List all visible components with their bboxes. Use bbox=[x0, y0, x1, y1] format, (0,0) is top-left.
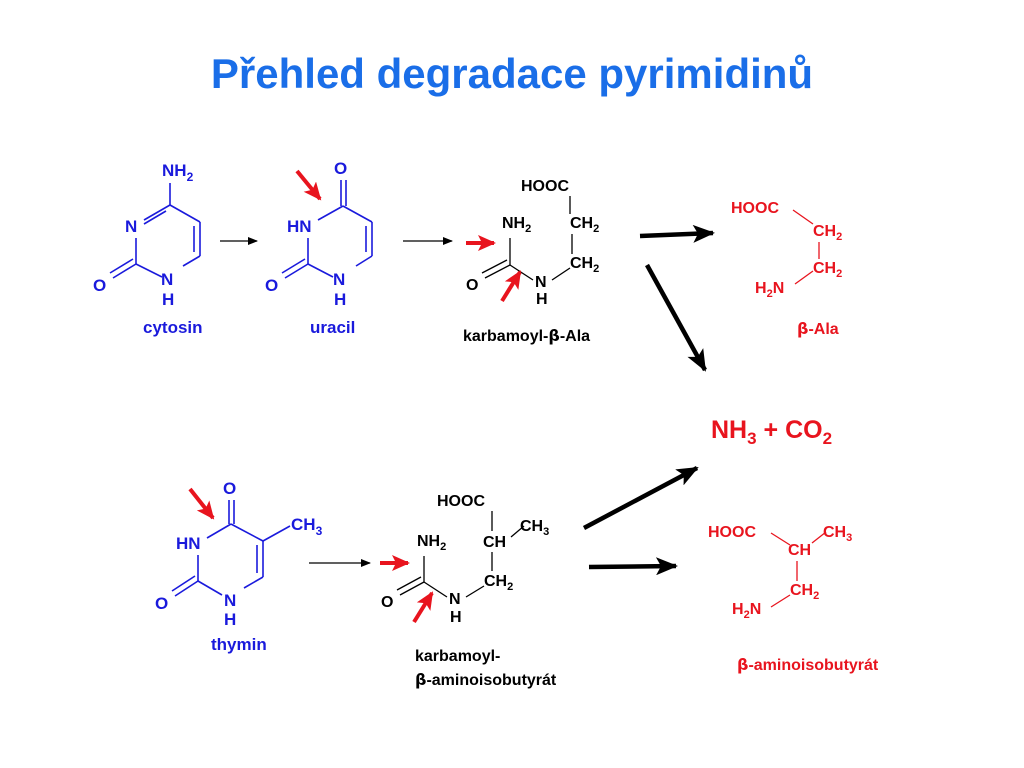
atom-n: N bbox=[161, 270, 173, 289]
label-karbamoyl-line1: karbamoyl- bbox=[415, 648, 500, 665]
atom-ch3: CH3 bbox=[823, 524, 852, 544]
atom-ch2: CH2 bbox=[790, 582, 819, 602]
atom-nh2: NH2 bbox=[502, 215, 531, 235]
atom-hooc: HOOC bbox=[437, 493, 485, 510]
karbamoyl-beta-ala-molecule: HOOC CH2 CH2 N H NH2 O karbamoyl-β-Ala bbox=[463, 178, 599, 345]
atom-ch2: CH2 bbox=[570, 255, 599, 275]
label-cytosin: cytosin bbox=[143, 318, 203, 337]
label-beta-aminoisobutyrat: β-aminoisobutyrát bbox=[737, 655, 879, 674]
uracil-molecule: O HN O N H uracil bbox=[265, 159, 373, 337]
atom-hn: HN bbox=[176, 534, 201, 553]
atom-ch2: CH2 bbox=[813, 260, 842, 280]
atom-h: H bbox=[334, 290, 346, 309]
cleavage-site-arrow-icon bbox=[412, 591, 434, 624]
karbamoyl-aminoisobutyrat-molecule: HOOC CH3 CH CH2 N H NH2 O karbamoyl- β-a… bbox=[380, 493, 557, 689]
atom-o: O bbox=[223, 479, 236, 498]
product-nh3-co2: NH3 + CO2 bbox=[711, 416, 832, 448]
atom-o: O bbox=[381, 594, 393, 611]
atom-o: O bbox=[155, 594, 168, 613]
atom-o: O bbox=[265, 276, 278, 295]
atom-h: H bbox=[536, 291, 548, 308]
atom-nh2: NH2 bbox=[162, 161, 194, 184]
atom-h: H bbox=[450, 609, 462, 626]
atom-h2n: H2N bbox=[732, 601, 761, 621]
label-karbamoyl-beta-ala: karbamoyl-β-Ala bbox=[463, 326, 590, 345]
slide-title: Přehled degradace pyrimidinů bbox=[210, 50, 814, 97]
atom-h: H bbox=[162, 290, 174, 309]
label-uracil: uracil bbox=[310, 318, 355, 337]
thymin-molecule: O CH3 HN O N H thymin bbox=[155, 479, 323, 654]
atom-ch2: CH2 bbox=[570, 215, 599, 235]
atom-hn: HN bbox=[287, 217, 312, 236]
reaction-arrow-icon bbox=[645, 263, 707, 372]
beta-aminoisobutyrat-molecule: HOOC CH3 CH CH2 H2N β-aminoisobutyrát bbox=[708, 524, 879, 674]
beta-ala-molecule: HOOC CH2 CH2 H2N β-Ala bbox=[731, 200, 842, 338]
atom-n: N bbox=[125, 217, 137, 236]
label-beta-ala: β-Ala bbox=[797, 319, 839, 338]
atom-ch2: CH2 bbox=[813, 223, 842, 243]
atom-ch: CH bbox=[788, 542, 811, 559]
atom-o: O bbox=[466, 277, 478, 294]
reaction-arrow-icon bbox=[582, 466, 699, 530]
atom-ch3: CH3 bbox=[291, 515, 323, 538]
atom-o: O bbox=[334, 159, 347, 178]
reaction-arrow-icon bbox=[588, 557, 678, 576]
atom-ch3: CH3 bbox=[520, 518, 549, 538]
cleavage-site-arrow-icon bbox=[295, 169, 322, 201]
reaction-arrow-icon bbox=[639, 224, 715, 243]
atom-hooc: HOOC bbox=[708, 524, 756, 541]
atom-n: N bbox=[333, 270, 345, 289]
atom-n: N bbox=[449, 591, 461, 608]
atom-n: N bbox=[535, 274, 547, 291]
atom-h: H bbox=[224, 610, 236, 629]
atom-hooc: HOOC bbox=[731, 200, 779, 217]
cleavage-site-arrow-icon bbox=[500, 270, 522, 303]
atom-ch: CH bbox=[483, 534, 506, 551]
atom-nh2: NH2 bbox=[417, 533, 446, 553]
atom-ch2: CH2 bbox=[484, 573, 513, 593]
cleavage-site-arrow-icon bbox=[188, 487, 215, 520]
atom-n: N bbox=[224, 591, 236, 610]
atom-h2n: H2N bbox=[755, 280, 784, 300]
atom-o: O bbox=[93, 276, 106, 295]
atom-hooc: HOOC bbox=[521, 178, 569, 195]
label-thymin: thymin bbox=[211, 635, 267, 654]
label-aminoisobutyrat: β-aminoisobutyrát bbox=[415, 670, 557, 689]
cytosin-molecule: NH2 N O N H cytosin bbox=[93, 161, 203, 337]
